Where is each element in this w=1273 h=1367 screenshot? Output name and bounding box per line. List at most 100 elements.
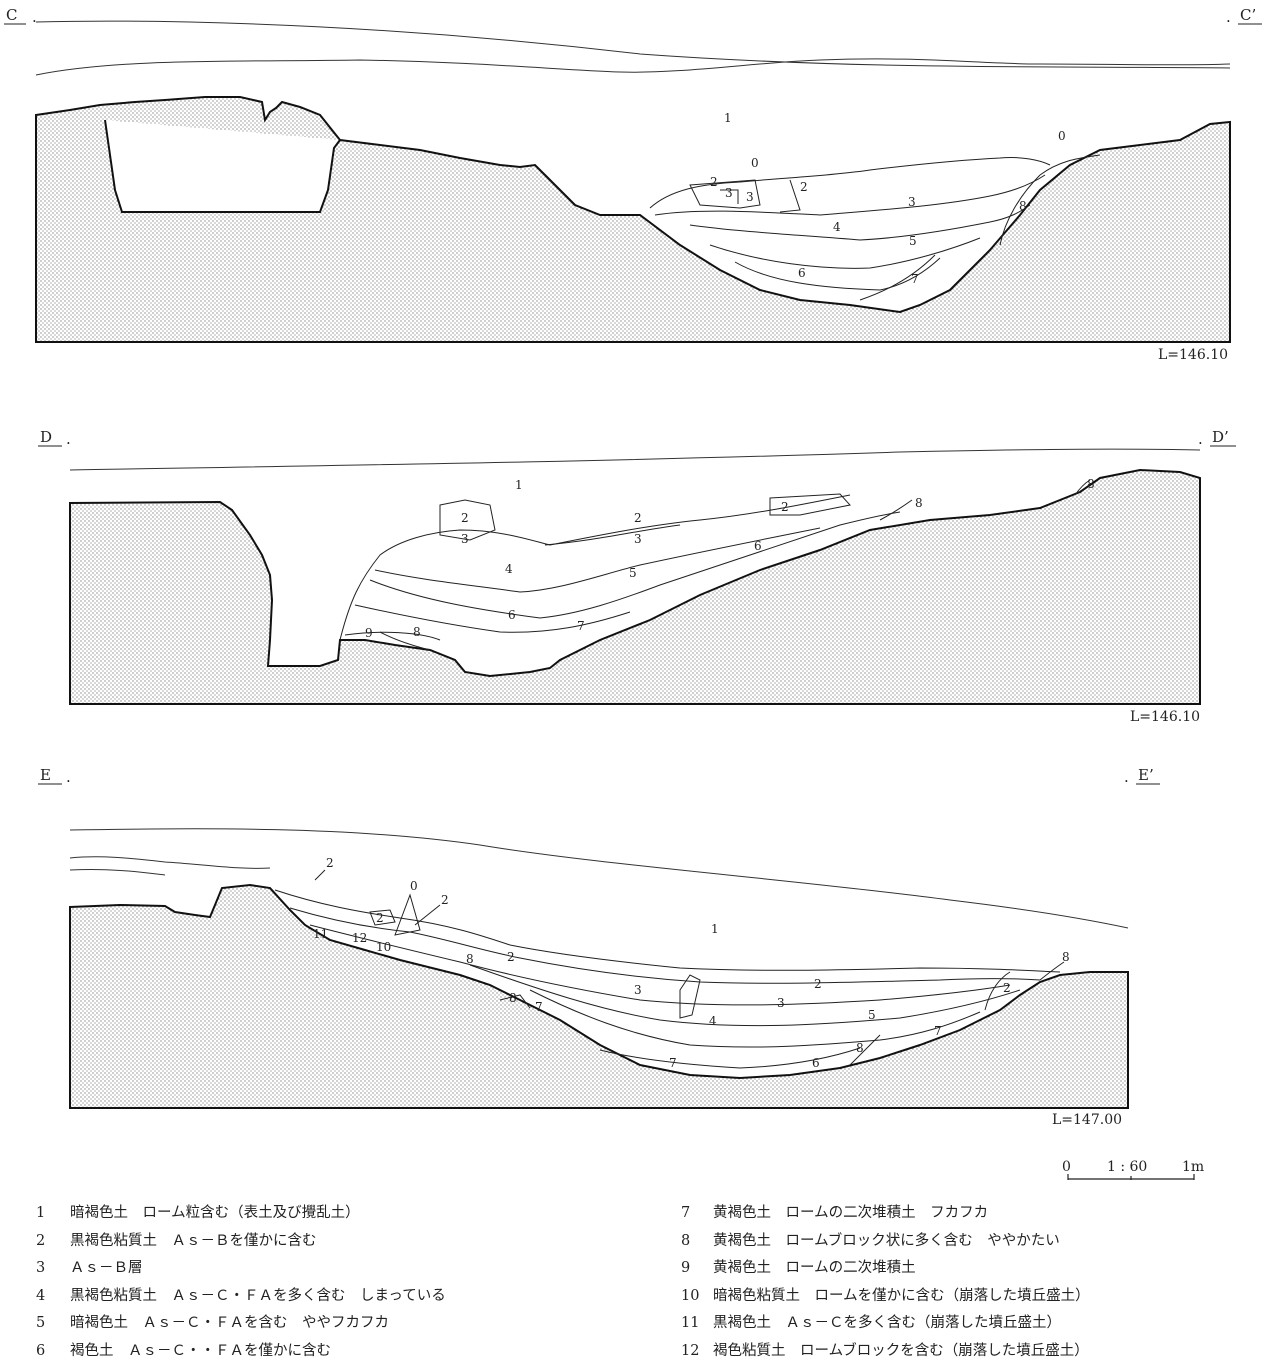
legend-number: 11 (681, 1315, 700, 1331)
legend-number: 2 (36, 1232, 46, 1249)
scale-bar: 0 1 : 60 1m (1062, 1159, 1204, 1180)
legend-item: 8 黄褐色土 ロームブロック状に多く含む ややかたい (675, 1228, 1255, 1256)
section-c-end-label: C’ (1240, 6, 1256, 24)
section-d-layer-label: 3 (634, 532, 642, 546)
legend-item: 5 暗褐色土 Ａｓ－Ｃ・ＦＡを含む ややフカフカ (30, 1310, 650, 1338)
section-e-layer-label: 7 (934, 1024, 942, 1038)
section-c-layer-label: 3 (725, 186, 733, 200)
section-e-layer-label: 2 (507, 950, 515, 964)
legend-number: 7 (681, 1205, 691, 1221)
section-c-layer-label: 1 (724, 111, 732, 125)
section-c-layer-label: 3 (746, 190, 754, 204)
legend-text: 黒褐色粘質土 Ａｓ－Ｂを僅かに含む (70, 1232, 317, 1249)
section-d-layer-label: 5 (629, 566, 637, 580)
legend-number: 8 (681, 1232, 691, 1249)
section-d-layer-label: 3 (461, 532, 469, 546)
legend-number: 9 (681, 1260, 691, 1276)
section-d-end-label: D’ (1212, 428, 1229, 446)
section-d-layer-label: 1 (515, 478, 523, 492)
legend-text: 暗褐色土 ローム粒含む（表土及び攪乱土） (70, 1205, 360, 1221)
legend-text: 暗褐色土 Ａｓ－Ｃ・ＦＡを含む ややフカフカ (70, 1315, 389, 1331)
section-c: C . . C’ 1 0 0 2 3 3 2 3 (4, 6, 1262, 363)
section-d-layer-label: 6 (508, 608, 516, 622)
legend-column-left: 1 暗褐色土 ローム粒含む（表土及び攪乱土） 2 黒褐色粘質土 Ａｓ－Ｂを僅かに含む… (30, 1200, 650, 1365)
section-d-layer-label: 8 (915, 496, 923, 510)
svg-text:.: . (1198, 430, 1203, 448)
section-c-layer-label: 0 (751, 156, 759, 170)
scale-left-label: 0 (1062, 1159, 1071, 1175)
section-e: E . . E’ 2 0 2 2 11 12 10 8 2 1 (38, 766, 1160, 1128)
section-c-layer-label: 4 (833, 220, 841, 234)
section-c-layer-label: 6 (798, 266, 806, 280)
section-e-natural-ground (69, 883, 1129, 1109)
legend-text: 褐色粘質土 ロームブロックを含む（崩落した墳丘盛土） (713, 1342, 1089, 1359)
legend-text: 黒褐色土 Ａｓ－Ｃを多く含む（崩落した墳丘盛土） (713, 1315, 1061, 1331)
legend-column-right: 7 黄褐色土 ロームの二次堆積土 フカフカ 8 黄褐色土 ロームブロック状に多く含む… (675, 1200, 1255, 1365)
section-e-layer-label: 6 (812, 1056, 820, 1070)
section-e-layer-label: 4 (709, 1014, 717, 1028)
legend-text: 黄褐色土 ロームブロック状に多く含む ややかたい (713, 1232, 1060, 1249)
section-d-start-label: D (40, 428, 52, 446)
legend-text: 暗褐色粘質土 ロームを僅かに含む（崩落した墳丘盛土） (713, 1287, 1090, 1304)
legend-number: 12 (681, 1342, 700, 1359)
section-d-layer-label: 2 (461, 511, 469, 525)
section-c-layer-label: 7 (911, 272, 919, 286)
section-e-layer-label: 7 (669, 1056, 677, 1070)
section-e-layer-label: 1 (711, 922, 719, 936)
section-e-layer-label: 3 (634, 983, 642, 997)
legend-item: 12 褐色粘質土 ロームブロックを含む（崩落した墳丘盛土） (675, 1338, 1255, 1366)
legend-text: 黄褐色土 ロームの二次堆積土 フカフカ (713, 1205, 989, 1221)
section-c-layer-label: 0 (1058, 129, 1066, 143)
section-c-layer-label: 8 (1019, 199, 1027, 213)
section-drawings: C . . C’ 1 0 0 2 3 3 2 3 (4, 6, 1262, 1180)
section-c-layer-label: 5 (909, 234, 917, 248)
section-e-elevation: L=147.00 (1052, 1112, 1122, 1128)
scale-ratio-label: 1 : 60 (1107, 1159, 1147, 1175)
legend-number: 1 (36, 1205, 46, 1221)
section-d-layer-label: 4 (505, 562, 513, 576)
section-d-layer-label: 8 (1087, 477, 1095, 491)
section-d-layer-label: 8 (413, 625, 421, 639)
section-e-layer-label: 8 (856, 1041, 864, 1055)
section-d-layer-label: 7 (577, 619, 585, 633)
section-e-layer-label: 7 (535, 1000, 543, 1014)
section-d-layer-label: 2 (634, 511, 642, 525)
section-e-layer-label: 11 (313, 927, 328, 941)
section-e-layer-label: 8 (466, 952, 474, 966)
section-c-layer-label: 3 (908, 195, 916, 209)
legend-number: 5 (36, 1315, 46, 1331)
section-e-layer-label: 2 (814, 977, 822, 991)
section-e-layer-label: 5 (868, 1008, 876, 1022)
section-e-layer-label: 2 (376, 911, 384, 925)
svg-text:.: . (1124, 768, 1129, 786)
svg-text:.: . (32, 8, 37, 26)
section-e-layer-label: 10 (376, 940, 391, 954)
legend-item: 11 黒褐色土 Ａｓ－Ｃを多く含む（崩落した墳丘盛土） (675, 1310, 1255, 1338)
legend-item: 6 褐色土 Ａｓ－Ｃ・・ＦＡを僅かに含む (30, 1338, 650, 1366)
section-d-layer-label: 2 (781, 500, 789, 514)
legend-number: 3 (36, 1260, 46, 1276)
section-e-layer-label: 12 (352, 931, 367, 945)
section-d-layer-label: 6 (754, 539, 762, 553)
svg-text:.: . (66, 768, 71, 786)
legend-text: 黒褐色粘質土 Ａｓ－Ｃ・ＦＡを多く含む しまっている (70, 1287, 446, 1304)
section-d: D . . D’ 1 2 3 2 3 2 8 8 4 5 6 6 7 8 9 (38, 428, 1236, 725)
legend-number: 6 (36, 1342, 46, 1359)
section-e-layer-label: 2 (1003, 981, 1011, 995)
legend-item: 1 暗褐色土 ローム粒含む（表土及び攪乱土） (30, 1200, 650, 1228)
section-c-elevation: L=146.10 (1158, 347, 1228, 363)
section-e-layer-label: 8 (509, 991, 517, 1005)
legend-text: 褐色土 Ａｓ－Ｃ・・ＦＡを僅かに含む (70, 1342, 331, 1359)
section-d-elevation: L=146.10 (1130, 709, 1200, 725)
section-d-natural-ground (69, 468, 1201, 705)
svg-text:.: . (66, 430, 71, 448)
section-e-layer-label: 8 (1062, 950, 1070, 964)
scale-right-label: 1m (1182, 1159, 1204, 1175)
legend-text: Ａｓ－Ｂ層 (70, 1260, 143, 1276)
section-d-layer-label: 9 (365, 626, 373, 640)
section-c-layer-label: 2 (800, 180, 808, 194)
section-c-start-label: C (6, 6, 17, 24)
section-e-layer-label: 3 (777, 996, 785, 1010)
layer-legend: 1 暗褐色土 ローム粒含む（表土及び攪乱土） 2 黒褐色粘質土 Ａｓ－Ｂを僅かに含む… (30, 1200, 1250, 1365)
